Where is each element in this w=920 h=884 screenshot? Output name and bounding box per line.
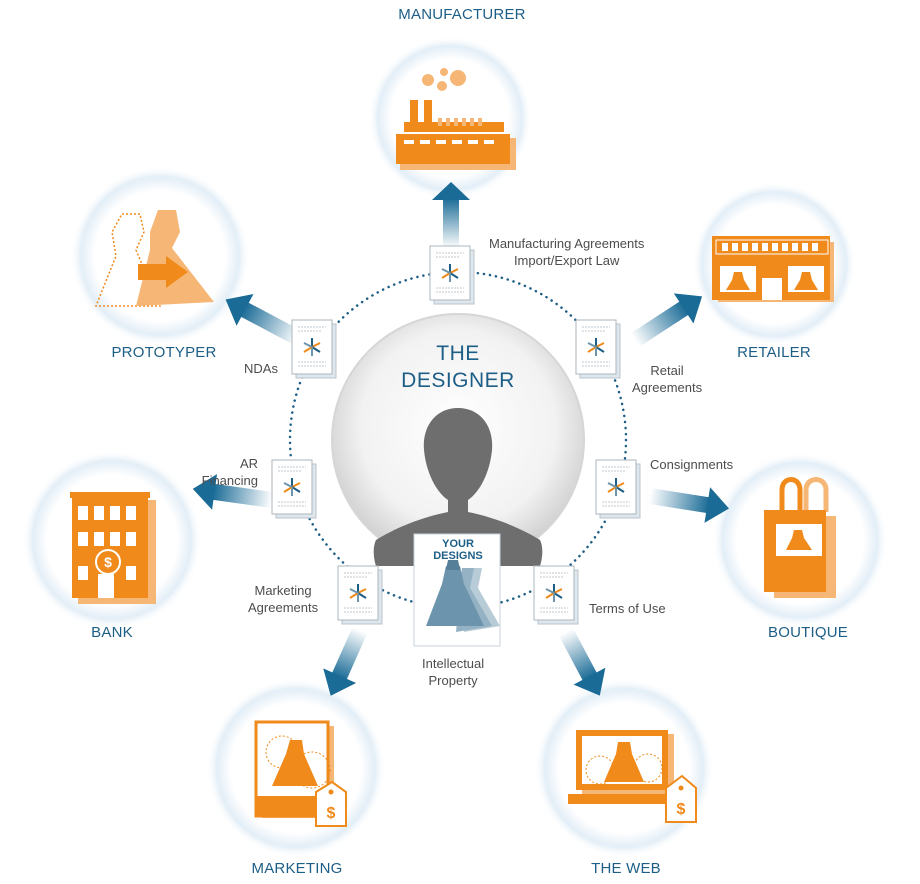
price-tag-icon: $ [665, 774, 697, 823]
arrow-to-the-web [558, 628, 606, 696]
terms-of-use-label: Terms of Use [589, 600, 666, 617]
retail-label-line1: Retail [650, 363, 684, 378]
contract-document-icon [429, 245, 475, 305]
ndas-label-line1: NDAs [244, 361, 278, 376]
marketing-agreements-line2: Agreements [248, 600, 319, 615]
bank-label: BANK [91, 624, 133, 641]
laptop-icon [568, 730, 676, 804]
consignments-label: Consignments [650, 456, 733, 473]
contract-document-icon [291, 319, 337, 379]
consignments-line1: Consignments [650, 457, 734, 472]
center-title-line2: DESIGNER [401, 369, 515, 392]
contract-document-icon [575, 319, 621, 379]
person-silhouette-icon [373, 408, 543, 566]
manufacturing-agreements-label: Manufacturing Agreements Import/Export L… [489, 235, 644, 269]
manufacturing-label-line1: Manufacturing Agreements [489, 236, 645, 251]
bank-building-icon: $ [70, 492, 156, 604]
arrow-to-boutique [648, 487, 730, 523]
marketing-flyer-icon [254, 720, 334, 818]
center-title: THE DESIGNER [401, 340, 515, 394]
retail-label-line2: Agreements [632, 380, 703, 395]
your-designs-line2: DESIGNS [433, 550, 483, 562]
manufacturing-label-line2: Import/Export Law [513, 253, 620, 268]
your-designs-label: YOUR DESIGNS [417, 538, 499, 562]
svg-text:$: $ [104, 554, 112, 570]
dress-blue-icon [426, 560, 500, 632]
marketing-label: MARKETING [251, 860, 343, 877]
arrow-to-manufacturer [432, 182, 470, 248]
arrow-to-marketing [323, 626, 368, 696]
arrow-to-bank [192, 474, 274, 510]
dress-prototype-icon [94, 210, 214, 307]
designer-hub [331, 313, 585, 647]
ar-financing-line2: Financing [201, 473, 258, 488]
connection-ring [288, 270, 628, 610]
boutique-label: BOUTIQUE [768, 624, 848, 641]
ip-line1: Intellectual [422, 656, 485, 671]
ndas-label: NDAs [244, 360, 278, 377]
ar-financing-line1: AR [239, 456, 258, 471]
factory-icon [396, 68, 516, 170]
marketing-agreements-label: Marketing Agreements [248, 582, 318, 616]
terms-of-use-line1: Terms of Use [589, 601, 666, 616]
arrow-to-prototyper [225, 293, 302, 346]
your-designs-card [413, 533, 501, 647]
contract-document-icon [595, 459, 641, 519]
price-tag-icon: $ [315, 780, 347, 827]
center-title-line1: THE [436, 342, 480, 365]
svg-text:$: $ [327, 805, 336, 822]
ar-financing-label: AR Financing [200, 455, 258, 489]
ip-line2: Property [428, 673, 478, 688]
marketing-agreements-line1: Marketing [254, 583, 312, 598]
contract-document-icon [533, 565, 579, 625]
contract-document-icon [337, 565, 383, 625]
retail-agreements-label: Retail Agreements [632, 362, 702, 396]
retailer-label: RETAILER [737, 344, 811, 361]
svg-text:$: $ [677, 801, 686, 818]
storefront-icon [712, 236, 834, 302]
the-web-label: THE WEB [591, 860, 661, 877]
arrow-to-retailer [630, 293, 703, 347]
shopping-bag-icon [764, 477, 836, 598]
prototyper-label: PROTOTYPER [111, 344, 217, 361]
manufacturer-label: MANUFACTURER [398, 6, 526, 23]
your-designs-line1: YOUR [442, 538, 474, 550]
intellectual-property-label: Intellectual Property [422, 655, 484, 689]
contract-document-icon [271, 459, 317, 519]
